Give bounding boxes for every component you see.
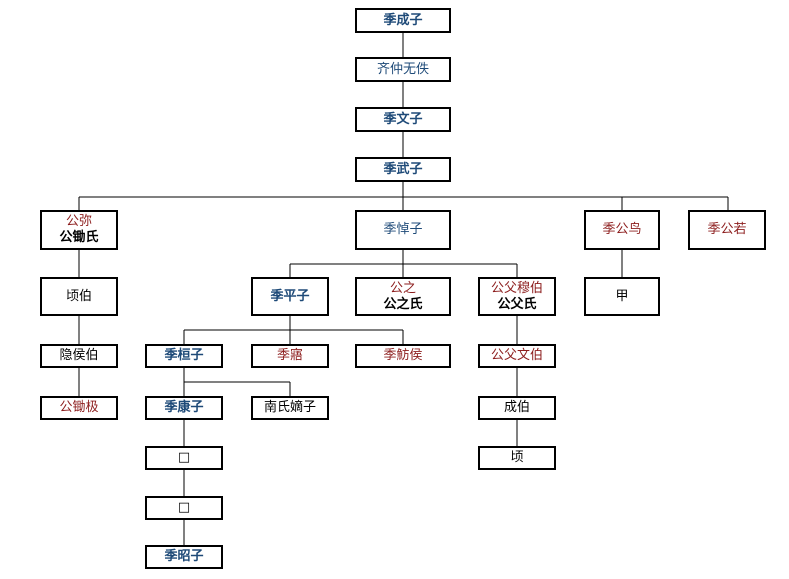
node-jia: 甲: [584, 277, 660, 316]
node-label: 齐仲无佚: [376, 61, 429, 77]
node-label: 季悼子: [383, 222, 423, 237]
node-unknown-2: □: [145, 496, 223, 520]
node-label: 季文子: [383, 111, 423, 127]
node-gongfu-mubo: 公父穆伯 公父氏: [478, 277, 556, 316]
node-label: 甲: [615, 288, 629, 304]
node-ji-kangzi: 季康子: [145, 396, 223, 420]
node-label: 季成子: [383, 12, 423, 28]
node-label-line2: 公锄氏: [59, 230, 99, 245]
node-ji-wuzi: 季武子: [355, 157, 451, 182]
node-label: 季平子: [270, 288, 310, 304]
node-gongmi: 公弥 公锄氏: [40, 210, 118, 250]
node-label: 隐侯伯: [59, 348, 99, 363]
node-ji-chengzi: 季成子: [355, 8, 451, 33]
node-ji-fanghou: 季魴侯: [355, 344, 451, 368]
node-ji-huanzi: 季桓子: [145, 344, 223, 368]
node-label-line1: 公弥: [65, 214, 92, 229]
node-label: 顷: [510, 450, 524, 465]
node-yinhoubo: 隐侯伯: [40, 344, 118, 368]
node-label: 季康子: [164, 400, 204, 415]
node-label: 季公鸟: [602, 222, 642, 237]
node-label-line2: 公父氏: [497, 296, 537, 312]
node-qingbo: 顷伯: [40, 277, 118, 316]
node-qi-zhong-wuyi: 齐仲无佚: [355, 57, 451, 82]
node-gongchu-ji: 公锄极: [40, 396, 118, 420]
node-label: 季公若: [707, 222, 747, 237]
node-label-line1: 公父穆伯: [490, 280, 543, 296]
node-label: 公锄极: [59, 400, 99, 415]
node-label-line2: 公之氏: [383, 296, 423, 312]
node-label: 成伯: [503, 400, 530, 415]
node-nanshi-dizi: 南氏嫡子: [251, 396, 329, 420]
node-ji-gongniao: 季公鸟: [584, 210, 660, 250]
node-label: □: [177, 500, 191, 515]
node-label: 季魴侯: [383, 348, 423, 363]
node-qing: 顷: [478, 446, 556, 470]
node-ji-zhaozi: 季昭子: [145, 545, 223, 569]
node-label: 季寤: [276, 348, 303, 363]
node-label-line1: 公之: [389, 280, 416, 296]
node-label: □: [177, 450, 191, 465]
node-label: 季武子: [383, 161, 423, 177]
node-ji-gongruo: 季公若: [688, 210, 766, 250]
node-ji-pingzi: 季平子: [251, 277, 329, 316]
node-ji-wenzi: 季文子: [355, 107, 451, 132]
node-label: 公父文伯: [490, 348, 543, 363]
node-gongzhi: 公之 公之氏: [355, 277, 451, 316]
node-ji-daozi: 季悼子: [355, 210, 451, 250]
node-ji-wu: 季寤: [251, 344, 329, 368]
node-label: 季昭子: [164, 549, 204, 564]
node-gongfu-wenbo: 公父文伯: [478, 344, 556, 368]
node-label: 季桓子: [164, 348, 204, 363]
node-chengbo: 成伯: [478, 396, 556, 420]
node-label: 顷伯: [65, 288, 92, 304]
node-unknown-1: □: [145, 446, 223, 470]
node-label: 南氏嫡子: [263, 400, 316, 415]
